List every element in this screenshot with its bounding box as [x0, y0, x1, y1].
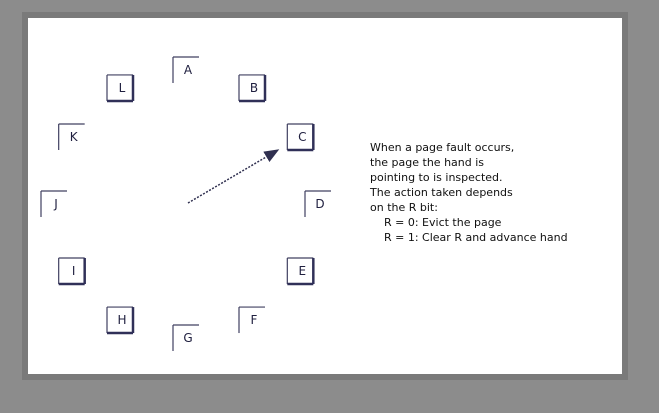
page-label-c: C [298, 130, 307, 144]
page-label-k: K [69, 130, 78, 144]
page-label-e: E [298, 264, 307, 278]
page-label-g: G [183, 331, 193, 345]
explanation-line: pointing to is inspected. [370, 171, 503, 184]
clock-explanation: When a page fault occurs, the page the h… [370, 140, 620, 245]
page-box-g [172, 324, 199, 351]
page-label-l: L [118, 80, 126, 95]
page-box-i [58, 257, 86, 286]
page-label-h: H [117, 313, 127, 328]
page-label-b: B [249, 80, 259, 95]
page-label-i: I [71, 264, 76, 278]
page-box-f [238, 306, 265, 334]
page-box-c [286, 123, 315, 152]
page-label-d: D [315, 197, 325, 211]
explanation-line: on the R bit: [370, 201, 438, 214]
page-box-j [40, 190, 67, 217]
explanation-line: When a page fault occurs, [370, 141, 515, 154]
explanation-line: the page the hand is [370, 156, 485, 169]
page-box-d [304, 190, 331, 217]
page-box-b [238, 74, 267, 103]
clock-hand [187, 149, 280, 204]
page-box-k [58, 123, 85, 150]
page-box-e [286, 257, 315, 286]
page-label-a: A [183, 63, 193, 77]
page-label-j: J [54, 197, 58, 211]
page-label-f: F [250, 313, 258, 328]
page-box-l [106, 74, 135, 103]
page-box-a [172, 56, 199, 83]
explanation-line: The action taken depends [370, 186, 513, 199]
explanation-line: R = 1: Clear R and advance hand [384, 231, 568, 244]
explanation-line: R = 0: Evict the page [384, 216, 502, 229]
diagram-frame [22, 12, 628, 380]
page-box-h [106, 306, 135, 335]
